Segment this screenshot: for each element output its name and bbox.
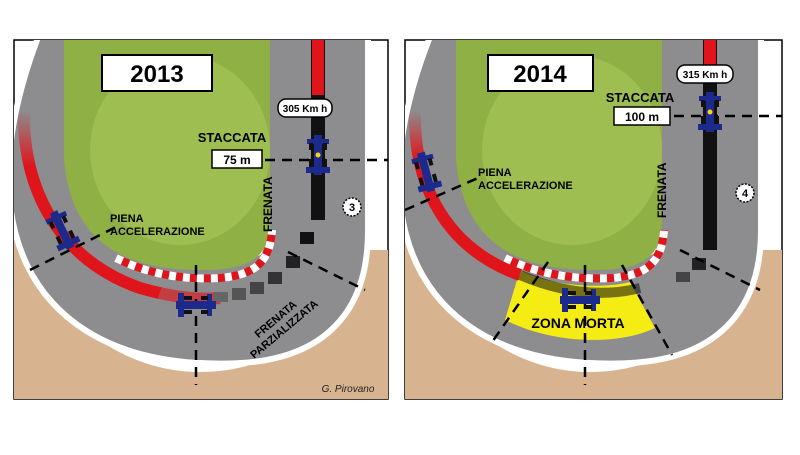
year-box: [101, 54, 213, 92]
braking-label: STACCATA: [606, 90, 675, 105]
car-braking: [698, 92, 722, 132]
panel-2013: 2013 305 Km h STACCATA 75 m FRENATA PIEN…: [13, 39, 389, 400]
turn-number-badge-icon: 4: [735, 183, 755, 203]
car-apex: [176, 293, 216, 317]
kerb-inner-white: [503, 229, 668, 283]
braking-distance: 75 m: [223, 153, 250, 167]
grass-highlight: [90, 55, 270, 245]
label-line: ACCELERAZIONE: [110, 226, 205, 238]
turn-number: 4: [742, 188, 749, 200]
year-label: 2014: [513, 61, 567, 88]
speed-label: 315 Km h: [683, 70, 727, 81]
speed-label: 305 Km h: [283, 104, 327, 115]
braking-word: FRENATA: [261, 176, 275, 232]
label-line: PIENA: [110, 213, 144, 225]
car-dead-zone: [560, 288, 600, 312]
partial-braking-marks: [214, 232, 314, 302]
dead-zone-end-line: [620, 264, 674, 356]
year-label: 2013: [130, 61, 183, 88]
panel-2014: 2014 315 Km h STACCATA 100 m FRENATA PIE…: [404, 39, 783, 400]
braking-distance-box: [211, 149, 263, 169]
racing-line-accel: [408, 109, 523, 281]
dead-zone-label: ZONA MORTA: [531, 315, 624, 331]
kerb-inner-white: [114, 229, 276, 283]
speed-badge: [277, 98, 333, 118]
braking-distance-box: [613, 106, 671, 126]
grass-highlight: [482, 55, 662, 245]
turn-number: 3: [349, 202, 355, 214]
accel-point-line: [405, 176, 479, 212]
label-line: PIENA: [478, 167, 512, 179]
turn-exit-line: [287, 250, 366, 292]
label-line: ACCELERAZIONE: [478, 180, 573, 192]
car-accelerating: [411, 151, 443, 193]
car-braking: [306, 135, 330, 175]
speed-badge: [676, 64, 734, 84]
braking-label: STACCATA: [198, 130, 267, 145]
car-accelerating: [45, 210, 81, 252]
braking-distance: 100 m: [625, 110, 659, 124]
braking-word: FRENATA: [655, 162, 669, 218]
turn-exit-line: [679, 248, 761, 292]
year-box: [487, 54, 594, 92]
turn-number-badge-icon: 3: [342, 197, 362, 217]
racing-line-accel: [17, 109, 221, 305]
signature: G. Pirovano: [322, 384, 375, 395]
